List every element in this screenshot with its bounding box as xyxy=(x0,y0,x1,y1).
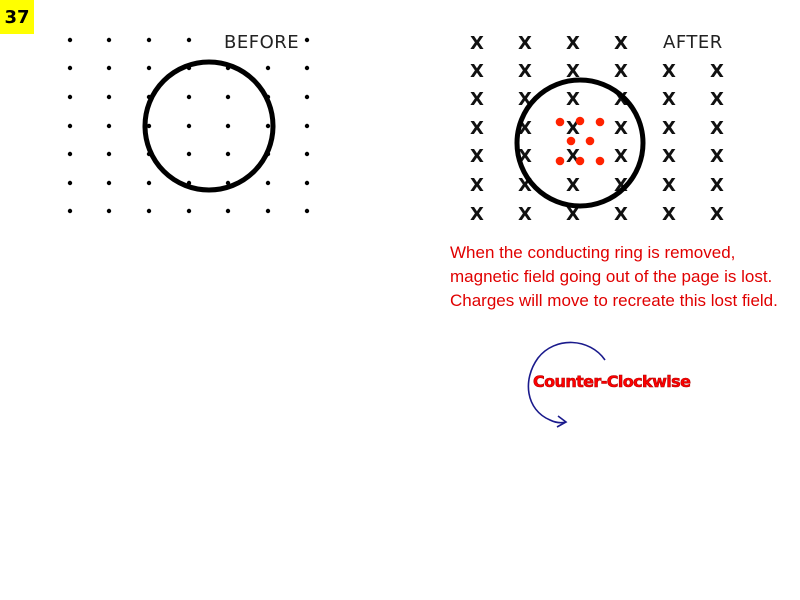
field-dot xyxy=(186,123,192,129)
field-x-mark: X xyxy=(470,204,484,225)
field-dot xyxy=(304,37,310,43)
field-x-mark: X xyxy=(566,204,580,225)
field-x-mark: X xyxy=(710,118,724,139)
field-dot xyxy=(186,208,192,214)
field-dot xyxy=(265,65,271,71)
field-dot xyxy=(304,180,310,186)
field-x-mark: X xyxy=(470,33,484,54)
field-x-mark: X xyxy=(566,33,580,54)
field-x-mark: X xyxy=(710,204,724,225)
field-x-mark: X xyxy=(470,89,484,110)
field-dot xyxy=(67,151,73,157)
field-dot xyxy=(106,37,112,43)
field-x-mark: X xyxy=(662,204,676,225)
after-label: AFTER xyxy=(663,32,723,53)
field-x-mark: X xyxy=(614,118,628,139)
field-dot xyxy=(67,208,73,214)
field-dot xyxy=(146,37,152,43)
field-dot xyxy=(106,151,112,157)
field-dot xyxy=(146,123,152,129)
field-dot xyxy=(106,208,112,214)
field-dot xyxy=(106,123,112,129)
field-x-mark: X xyxy=(614,204,628,225)
slide-number-badge: 37 xyxy=(0,0,34,34)
field-x-mark: X xyxy=(518,33,532,54)
field-x-mark: X xyxy=(614,146,628,167)
induced-field-dot xyxy=(585,136,595,146)
field-dot xyxy=(225,208,231,214)
field-dot xyxy=(225,151,231,157)
field-x-mark: X xyxy=(470,146,484,167)
field-x-mark: X xyxy=(614,33,628,54)
field-dot xyxy=(304,123,310,129)
field-dot xyxy=(106,65,112,71)
field-x-mark: X xyxy=(470,175,484,196)
induced-field-dots xyxy=(555,116,605,166)
field-dot xyxy=(304,208,310,214)
before-ring xyxy=(142,59,276,193)
field-x-mark: X xyxy=(710,175,724,196)
induced-field-dot xyxy=(595,117,605,127)
field-dot xyxy=(67,65,73,71)
explanation-text: When the conducting ring is removed, mag… xyxy=(450,243,778,310)
after-ring xyxy=(514,77,646,209)
field-dot xyxy=(186,94,192,100)
field-dot xyxy=(67,94,73,100)
field-dot xyxy=(265,123,271,129)
field-dot xyxy=(225,94,231,100)
field-x-mark: X xyxy=(662,61,676,82)
field-dot xyxy=(106,94,112,100)
field-x-mark: X xyxy=(518,61,532,82)
field-x-mark: X xyxy=(710,146,724,167)
field-dot xyxy=(265,208,271,214)
field-x-mark: X xyxy=(566,89,580,110)
field-dot xyxy=(265,180,271,186)
field-dot xyxy=(146,65,152,71)
field-x-mark: X xyxy=(566,175,580,196)
field-x-mark: X xyxy=(662,146,676,167)
field-dot xyxy=(106,180,112,186)
induced-field-dot xyxy=(555,117,565,127)
field-dot xyxy=(146,208,152,214)
field-dot xyxy=(225,180,231,186)
current-direction-label: Counter-Clockwise xyxy=(533,372,692,392)
field-dot xyxy=(67,37,73,43)
field-x-mark: X xyxy=(470,118,484,139)
field-dot xyxy=(186,37,192,43)
field-x-mark: X xyxy=(566,61,580,82)
field-x-mark: X xyxy=(614,61,628,82)
induced-field-dot xyxy=(566,136,576,146)
field-x-mark: X xyxy=(518,204,532,225)
field-x-mark: X xyxy=(710,89,724,110)
counter-clockwise-arrow-icon xyxy=(527,341,606,428)
induced-field-dot xyxy=(595,156,605,166)
field-dot xyxy=(146,180,152,186)
before-field-dots xyxy=(67,37,310,214)
before-label: BEFORE xyxy=(224,32,299,53)
field-x-mark: X xyxy=(662,89,676,110)
field-dot xyxy=(67,180,73,186)
field-x-mark: X xyxy=(470,61,484,82)
field-x-mark: X xyxy=(662,118,676,139)
field-x-mark: X xyxy=(662,175,676,196)
induced-field-dot xyxy=(555,156,565,166)
induced-field-dot xyxy=(575,116,585,126)
field-dot xyxy=(225,123,231,129)
field-dot xyxy=(67,123,73,129)
induced-field-dot xyxy=(575,156,585,166)
field-x-mark: X xyxy=(710,61,724,82)
field-dot xyxy=(186,151,192,157)
field-dot xyxy=(304,151,310,157)
field-dot xyxy=(304,65,310,71)
field-dot xyxy=(304,94,310,100)
